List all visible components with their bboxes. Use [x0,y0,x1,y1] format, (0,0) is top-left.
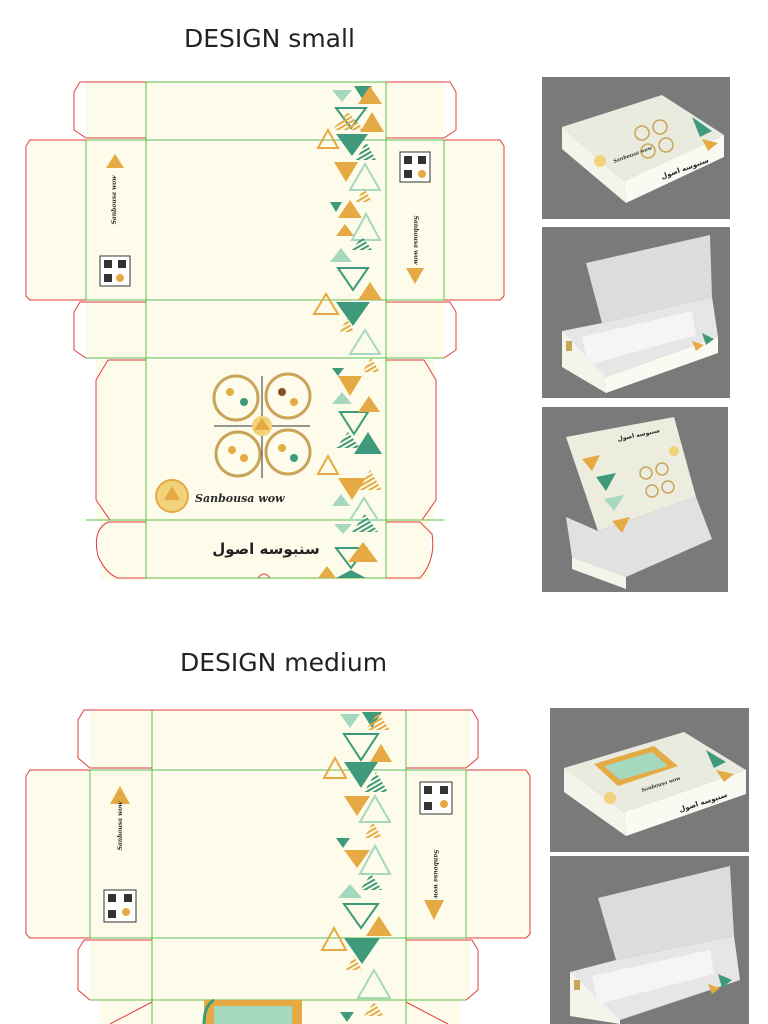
samosa-logo-icon [406,268,424,284]
fold-lines-small [85,81,445,579]
flap-brand-text-right-medium: Sanbousa wow [432,850,439,900]
dieline-small-fill [30,82,504,580]
arabic-name-small: سنبوسه اصول [212,540,320,558]
triangle-pattern-medium [320,712,392,1022]
section-title-small: DESIGN small [184,24,355,53]
samosa-logo-icon [424,900,444,920]
dieline-small: Sanbousa wow Sanbousa wow Sanbousa wow [25,81,505,580]
triangle-pattern-small [312,86,384,578]
side-flap-left-small: Sanbousa wow [99,154,131,287]
render-small-open [542,227,730,398]
flap-brand-text-left: Sanbousa wow [111,175,118,225]
side-flap-left-medium: Sanbousa wow [103,786,137,923]
front-panel-medium-top [202,998,302,1024]
front-panel-small: Sanbousa wow [155,372,312,513]
render-small-open-top: سنبوسه اصول [542,407,728,592]
side-flap-right-medium: Sanbousa wow [419,781,453,920]
render-medium-closed: Sanbousa wow سنبوسه اصول [550,708,749,852]
samosa-logo-icon [110,786,130,804]
render-small-closed: Sanbousa wow سنبوسه اصول [542,77,730,219]
section-title-medium: DESIGN medium [180,648,388,677]
side-flap-right-small: Sanbousa wow [399,151,431,284]
flap-brand-text-right: Sanbousa wow [412,216,419,266]
flap-brand-text-left-medium: Sanbousa wow [117,801,124,851]
dieline-medium-fill [30,710,530,1024]
brand-name-small: Sanbousa wow [195,492,285,505]
samosa-logo-icon [106,154,124,168]
render-medium-open [550,856,749,1024]
